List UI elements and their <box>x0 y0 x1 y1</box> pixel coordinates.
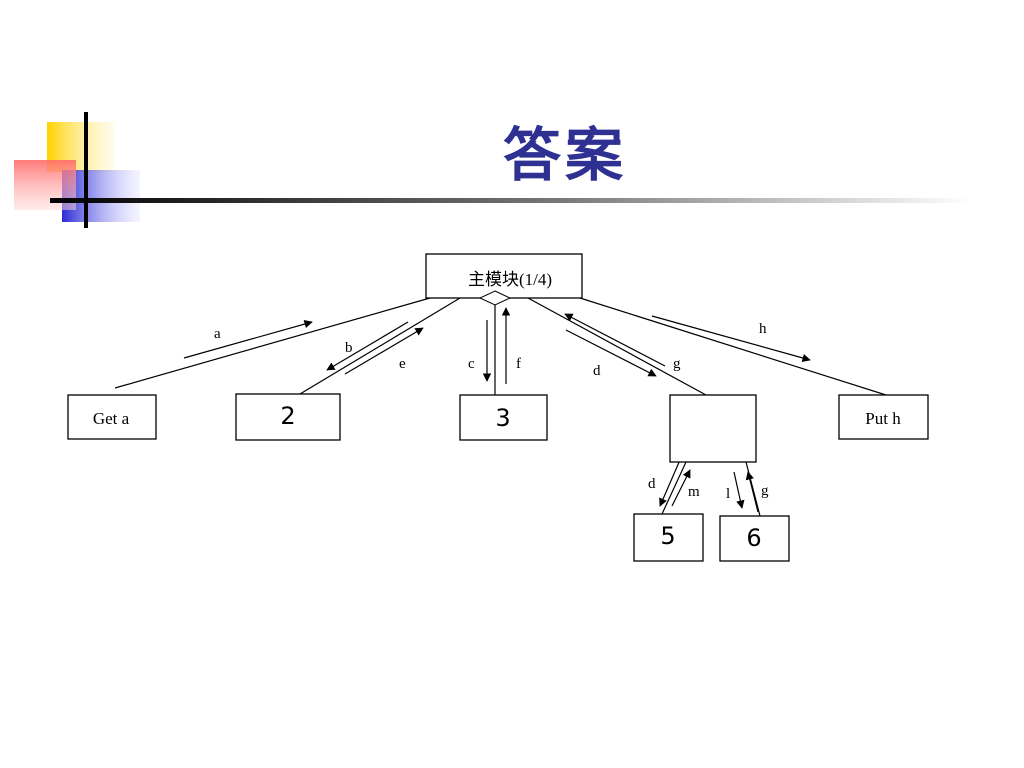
edge-label-f: f <box>516 356 521 372</box>
arrow-d-top <box>565 329 657 377</box>
link-module-4-module-5 <box>661 461 687 515</box>
edge-label-b: b <box>345 340 353 356</box>
main-module-box <box>425 253 583 299</box>
edge-label-h: h <box>759 321 767 337</box>
main-module-label: 主模块(1/4) <box>468 270 552 289</box>
arrow-b <box>326 321 409 371</box>
edge-label-g-bottom: g <box>761 483 769 499</box>
edge-label-d-top: d <box>593 363 601 379</box>
arrow-e <box>344 327 424 375</box>
module-2-label: 2 <box>280 402 295 430</box>
put-h-box <box>838 394 929 440</box>
arrow-g-top <box>564 313 666 367</box>
title-decoration <box>14 112 970 228</box>
title-rule <box>50 198 970 203</box>
link-module-4-module-6 <box>745 461 761 517</box>
arrow-m <box>671 469 691 507</box>
module-3-label: 3 <box>495 404 510 432</box>
arrow-a <box>183 320 313 359</box>
get-a-box <box>67 394 157 440</box>
slide-title: 答案 <box>502 121 627 189</box>
link-main-get-a <box>114 297 431 389</box>
module-6-box <box>719 515 790 562</box>
arrow-g-bottom <box>745 471 759 513</box>
module-5-box <box>633 513 704 562</box>
arrow-d-bottom <box>659 459 681 507</box>
edge-label-c: c <box>468 356 475 372</box>
arrow-h <box>651 315 811 363</box>
edge-label-a: a <box>214 326 221 342</box>
edge-label-e: e <box>399 356 406 372</box>
edge-label-d-bottom: d <box>648 476 656 492</box>
module-2-box <box>235 393 341 441</box>
link-main-put-h <box>579 297 887 396</box>
edge-label-g-top: g <box>673 356 681 372</box>
put-h-label: Put h <box>865 409 901 428</box>
module-5-label: 5 <box>660 522 675 550</box>
module-3-box <box>459 394 548 441</box>
link-main-module-4 <box>527 297 707 396</box>
edge-label-l: l <box>726 486 730 502</box>
edge-label-m: m <box>688 484 700 500</box>
vertical-bar <box>84 112 88 228</box>
arrow-l <box>733 471 745 509</box>
get-a-label: Get a <box>93 409 130 428</box>
link-main-module-2 <box>299 297 461 395</box>
module-4-box <box>669 394 757 463</box>
module-6-label: 6 <box>746 524 761 552</box>
